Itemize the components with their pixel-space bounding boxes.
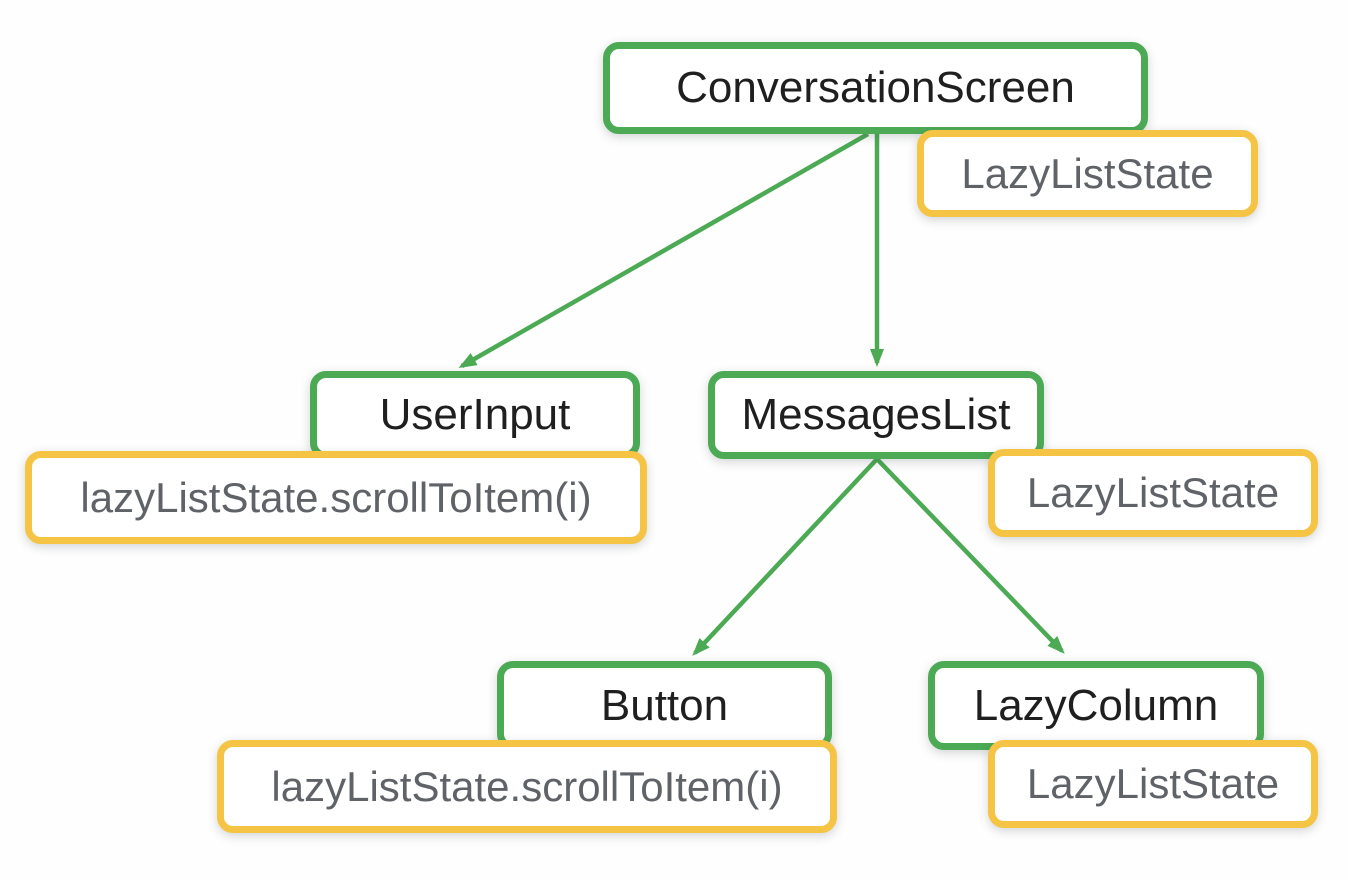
node-lazyliststate-top: LazyListState	[917, 130, 1258, 217]
node-lazyliststate-middle: LazyListState	[988, 449, 1318, 537]
node-button: Button	[497, 661, 832, 750]
node-label: Button	[600, 680, 729, 730]
node-label: LazyListState	[961, 149, 1214, 197]
edge-messageslist-to-lazycolumn	[875, 457, 1065, 654]
node-lazy-column: LazyColumn	[928, 661, 1264, 750]
node-label: ConversationScreen	[676, 63, 1075, 112]
edge-messageslist-to-button	[692, 457, 879, 656]
node-conversation-screen: ConversationScreen	[603, 42, 1148, 134]
node-messages-list: MessagesList	[708, 371, 1044, 459]
node-label: UserInput	[379, 390, 571, 439]
node-lazyliststate-bottom: LazyListState	[988, 740, 1318, 828]
node-scroll-to-item-left: lazyListState.scrollToItem(i)	[25, 451, 647, 544]
node-label: LazyListState	[1026, 469, 1280, 516]
node-label: lazyListState.scrollToItem(i)	[271, 762, 783, 810]
edge-conversation-to-userinput	[458, 132, 870, 368]
node-user-input: UserInput	[310, 371, 640, 459]
node-label: LazyListState	[1026, 760, 1280, 807]
node-label: MessagesList	[741, 390, 1011, 439]
node-label: lazyListState.scrollToItem(i)	[80, 473, 592, 521]
node-label: LazyColumn	[973, 680, 1219, 730]
node-scroll-to-item-bottom: lazyListState.scrollToItem(i)	[217, 740, 837, 833]
